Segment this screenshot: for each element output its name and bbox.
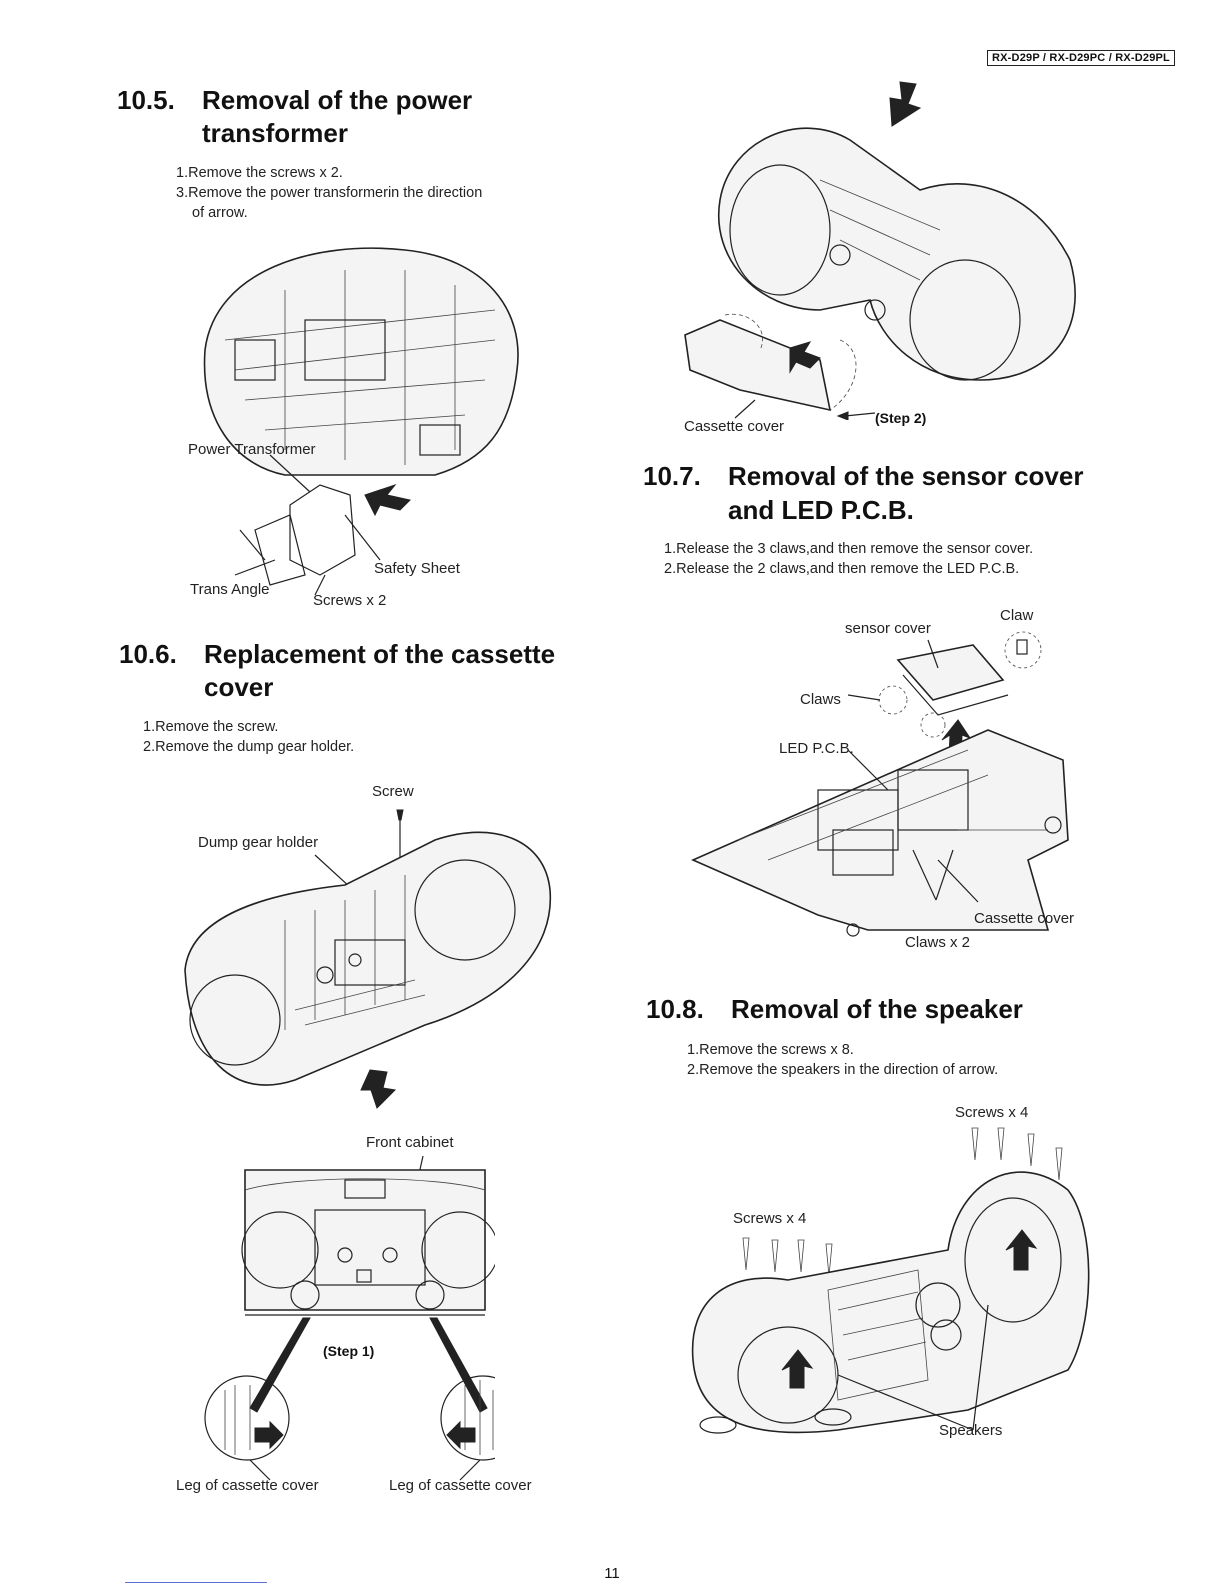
step-item: 1.Remove the screws x 8. [687, 1042, 854, 1058]
section-title-line1: Removal of the power [202, 85, 473, 115]
speaker-removal-diagram [691, 1127, 1090, 1434]
label-claw: Claw [1000, 607, 1034, 624]
section-10-6-steps: 1.Remove the screw. 2.Remove the dump ge… [143, 717, 563, 757]
label-led-pcb: LED P.C.B. [779, 740, 854, 757]
label-screws-x2: Screws x 2 [313, 592, 387, 609]
section-title-line1: Removal of the sensor cover [728, 461, 1084, 491]
step-item: 1.Remove the screw. [143, 719, 279, 735]
step-item: 2.Remove the speakers in the direction o… [687, 1062, 999, 1078]
label-safety-sheet: Safety Sheet [374, 560, 460, 577]
label-speakers: Speakers [939, 1422, 1003, 1439]
label-step-1: (Step 1) [323, 1343, 375, 1359]
label-leg-left: Leg of cassette cover [176, 1477, 319, 1494]
power-transformer-diagram [203, 247, 519, 596]
section-number: 10.7. [643, 461, 701, 491]
section-number: 10.6. [119, 639, 177, 669]
label-cassette-cover-top: Cassette cover [684, 418, 785, 435]
label-front-cabinet: Front cabinet [366, 1134, 454, 1151]
label-screws-x4-left: Screws x 4 [733, 1210, 807, 1227]
label-screw: Screw [372, 783, 414, 800]
step-item: 1.Release the 3 claws,and then remove th… [664, 541, 1034, 557]
label-claws: Claws [800, 691, 841, 708]
footer-underline [125, 1582, 267, 1583]
section-title-line2: and LED P.C.B. [728, 495, 914, 525]
section-number: 10.5. [117, 85, 175, 115]
label-trans-angle: Trans Angle [190, 581, 270, 598]
section-10-5-title: 10.5. Removal of the power transformer [117, 84, 597, 154]
section-title-line1: Replacement of the cassette [204, 639, 556, 669]
section-10-5-steps: 1.Remove the screws x 2. 3.Remove the po… [176, 163, 596, 223]
cassette-cover-diagram [684, 81, 1076, 420]
step-item: of arrow. [192, 205, 248, 221]
section-title-line1: Removal of the speaker [731, 994, 1023, 1024]
front-cabinet-diagram [204, 1155, 495, 1481]
section-10-8-title: 10.8. Removal of the speaker [646, 993, 1146, 1029]
dump-gear-holder-diagram [184, 809, 552, 1109]
sensor-cover-diagram [691, 631, 1069, 937]
step-item: 2.Remove the dump gear holder. [143, 739, 355, 755]
label-step-2: (Step 2) [875, 410, 927, 426]
label-claws-x2: Claws x 2 [905, 934, 971, 951]
model-number-box: RX-D29P / RX-D29PC / RX-D29PL [987, 50, 1175, 66]
section-title-line2: transformer [202, 118, 348, 148]
section-10-8-steps: 1.Remove the screws x 8. 2.Remove the sp… [687, 1040, 1167, 1080]
page-number: 11 [604, 1565, 620, 1582]
step-item: 1.Remove the screws x 2. [176, 165, 343, 181]
section-10-7-steps: 1.Release the 3 claws,and then remove th… [664, 539, 1164, 579]
step-item: 2.Release the 2 claws,and then remove th… [664, 561, 1020, 577]
section-10-7-title: 10.7. Removal of the sensor cover and LE… [643, 460, 1143, 530]
section-title-line2: cover [204, 672, 274, 702]
label-sensor-cover: sensor cover [845, 620, 931, 637]
label-power-transformer: Power Transformer [188, 441, 316, 458]
label-cassette-cover: Cassette cover [974, 910, 1075, 927]
label-dump-gear-holder: Dump gear holder [198, 834, 319, 851]
label-screws-x4-right: Screws x 4 [955, 1104, 1029, 1121]
label-leg-right: Leg of cassette cover [389, 1477, 532, 1494]
step-item: 3.Remove the power transformerin the dir… [176, 185, 483, 201]
section-10-6-title: 10.6. Replacement of the cassette cover [119, 638, 599, 708]
section-number: 10.8. [646, 994, 704, 1024]
